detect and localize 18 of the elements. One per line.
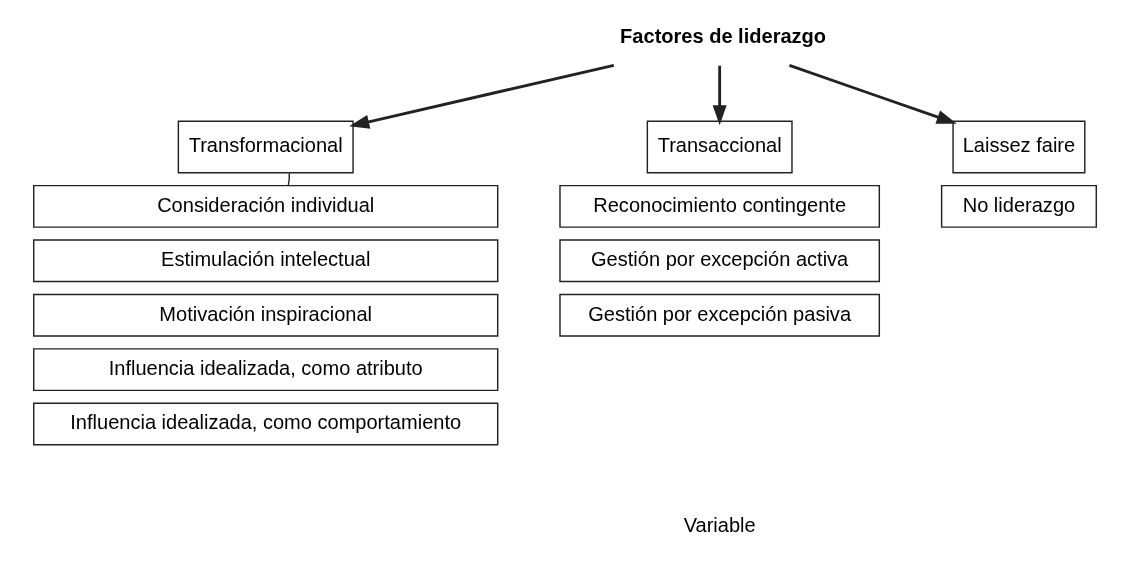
node-box: Estimulación intelectual [33, 239, 499, 283]
node-text: Factores de liderazgo [620, 25, 827, 48]
node-box: Motivación inspiracional [33, 293, 499, 337]
node-box: Transformacional [177, 120, 354, 174]
node-box: Transaccional [646, 120, 793, 174]
node-box: Influencia idealizada, como comportamiento [33, 402, 499, 446]
node-box: Gestión por excepción activa [559, 239, 881, 283]
node-box: No liderazgo [940, 184, 1097, 228]
arrow [349, 63, 615, 129]
node-box: Reconocimiento contingente [559, 184, 881, 228]
node-box: Influencia idealizada, como atributo [33, 348, 499, 392]
connector [287, 172, 291, 187]
node-box: Gestión por excepción pasiva [559, 293, 881, 337]
node-box: Consideración individual [33, 184, 499, 228]
label: Variable [683, 513, 756, 536]
arrow [788, 64, 957, 124]
node-box: Laissez faire [952, 120, 1086, 174]
arrow [712, 65, 727, 126]
